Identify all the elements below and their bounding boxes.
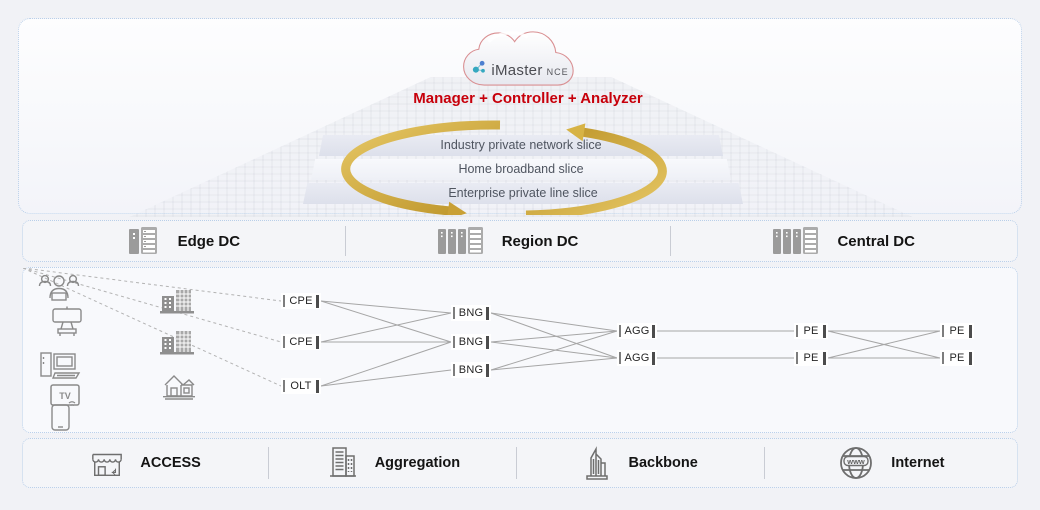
layer-legend-bar: ACCESS Aggregation [22,438,1018,488]
dc-label: Edge DC [177,232,241,250]
brand-text: iMaster [491,62,543,79]
slice-industry: Industry private network slice [319,135,723,156]
cloud-brand: iMaster NCE [456,59,584,79]
dc-item-edge: Edge DC [23,221,345,261]
molecule-icon [473,60,486,73]
legend-label: Internet [891,455,945,471]
legend-label: Backbone [628,455,698,471]
topology-links [23,268,941,387]
slice-home-broadband: Home broadband slice [311,159,731,180]
manager-controller-analyzer-title: Manager + Controller + Analyzer [413,90,643,107]
globe-www-icon: www [840,447,873,479]
telepresence-icon [52,306,82,336]
node-pe: PE [940,350,974,366]
legend-internet: www Internet [765,439,1017,487]
server-racks-icon [773,227,819,254]
node-agg: AGG [617,323,657,339]
node-pe: PE [794,323,828,339]
tv-label: TV [59,391,71,401]
legend-access: ACCESS [23,439,268,487]
legend-aggregation: Aggregation [269,439,515,487]
node-olt: OLT [281,378,321,394]
divider [344,226,346,256]
dc-bar: Edge DC Region DC [22,220,1018,262]
cloud-icon [463,31,574,86]
smartphone-icon [51,401,76,431]
server-racks-icon [437,227,483,254]
divider [763,447,765,479]
brand-suffix-text: NCE [546,67,569,77]
controller-panel: iMaster NCE Manager + Controller + Analy… [18,18,1022,217]
node-pe: PE [940,323,974,339]
divider [268,447,270,479]
legend-label: ACCESS [140,455,201,471]
imaster-nce-cloud: iMaster NCE [456,27,584,91]
dc-label: Region DC [501,232,579,250]
skyscraper-icon [586,446,609,480]
network-diagram: TV [22,267,1018,433]
dc-label: Central DC [837,232,915,250]
office-building-icon [160,290,194,314]
dc-item-region: Region DC [346,221,671,261]
legend-label: Aggregation [374,455,461,471]
node-bng: BNG [451,305,491,321]
legend-backbone: Backbone [517,439,764,487]
house-icon [163,375,195,400]
dc-item-central: Central DC [671,221,1017,261]
node-bng: BNG [451,334,491,350]
divider [670,226,672,256]
building-icon [329,447,356,477]
node-bng: BNG [451,362,491,378]
node-pe: PE [794,350,828,366]
meeting-users-icon [38,274,80,301]
node-cpe: CPE [281,293,321,309]
node-cpe: CPE [281,334,321,350]
office-building-icon [160,331,194,355]
node-agg: AGG [617,350,657,366]
divider [515,447,517,479]
desktop-pc-icon [40,352,81,379]
www-label: www [847,457,866,466]
slice-enterprise: Enterprise private line slice [303,183,743,204]
server-rack-icon [128,227,157,254]
storefront-icon [92,453,123,476]
